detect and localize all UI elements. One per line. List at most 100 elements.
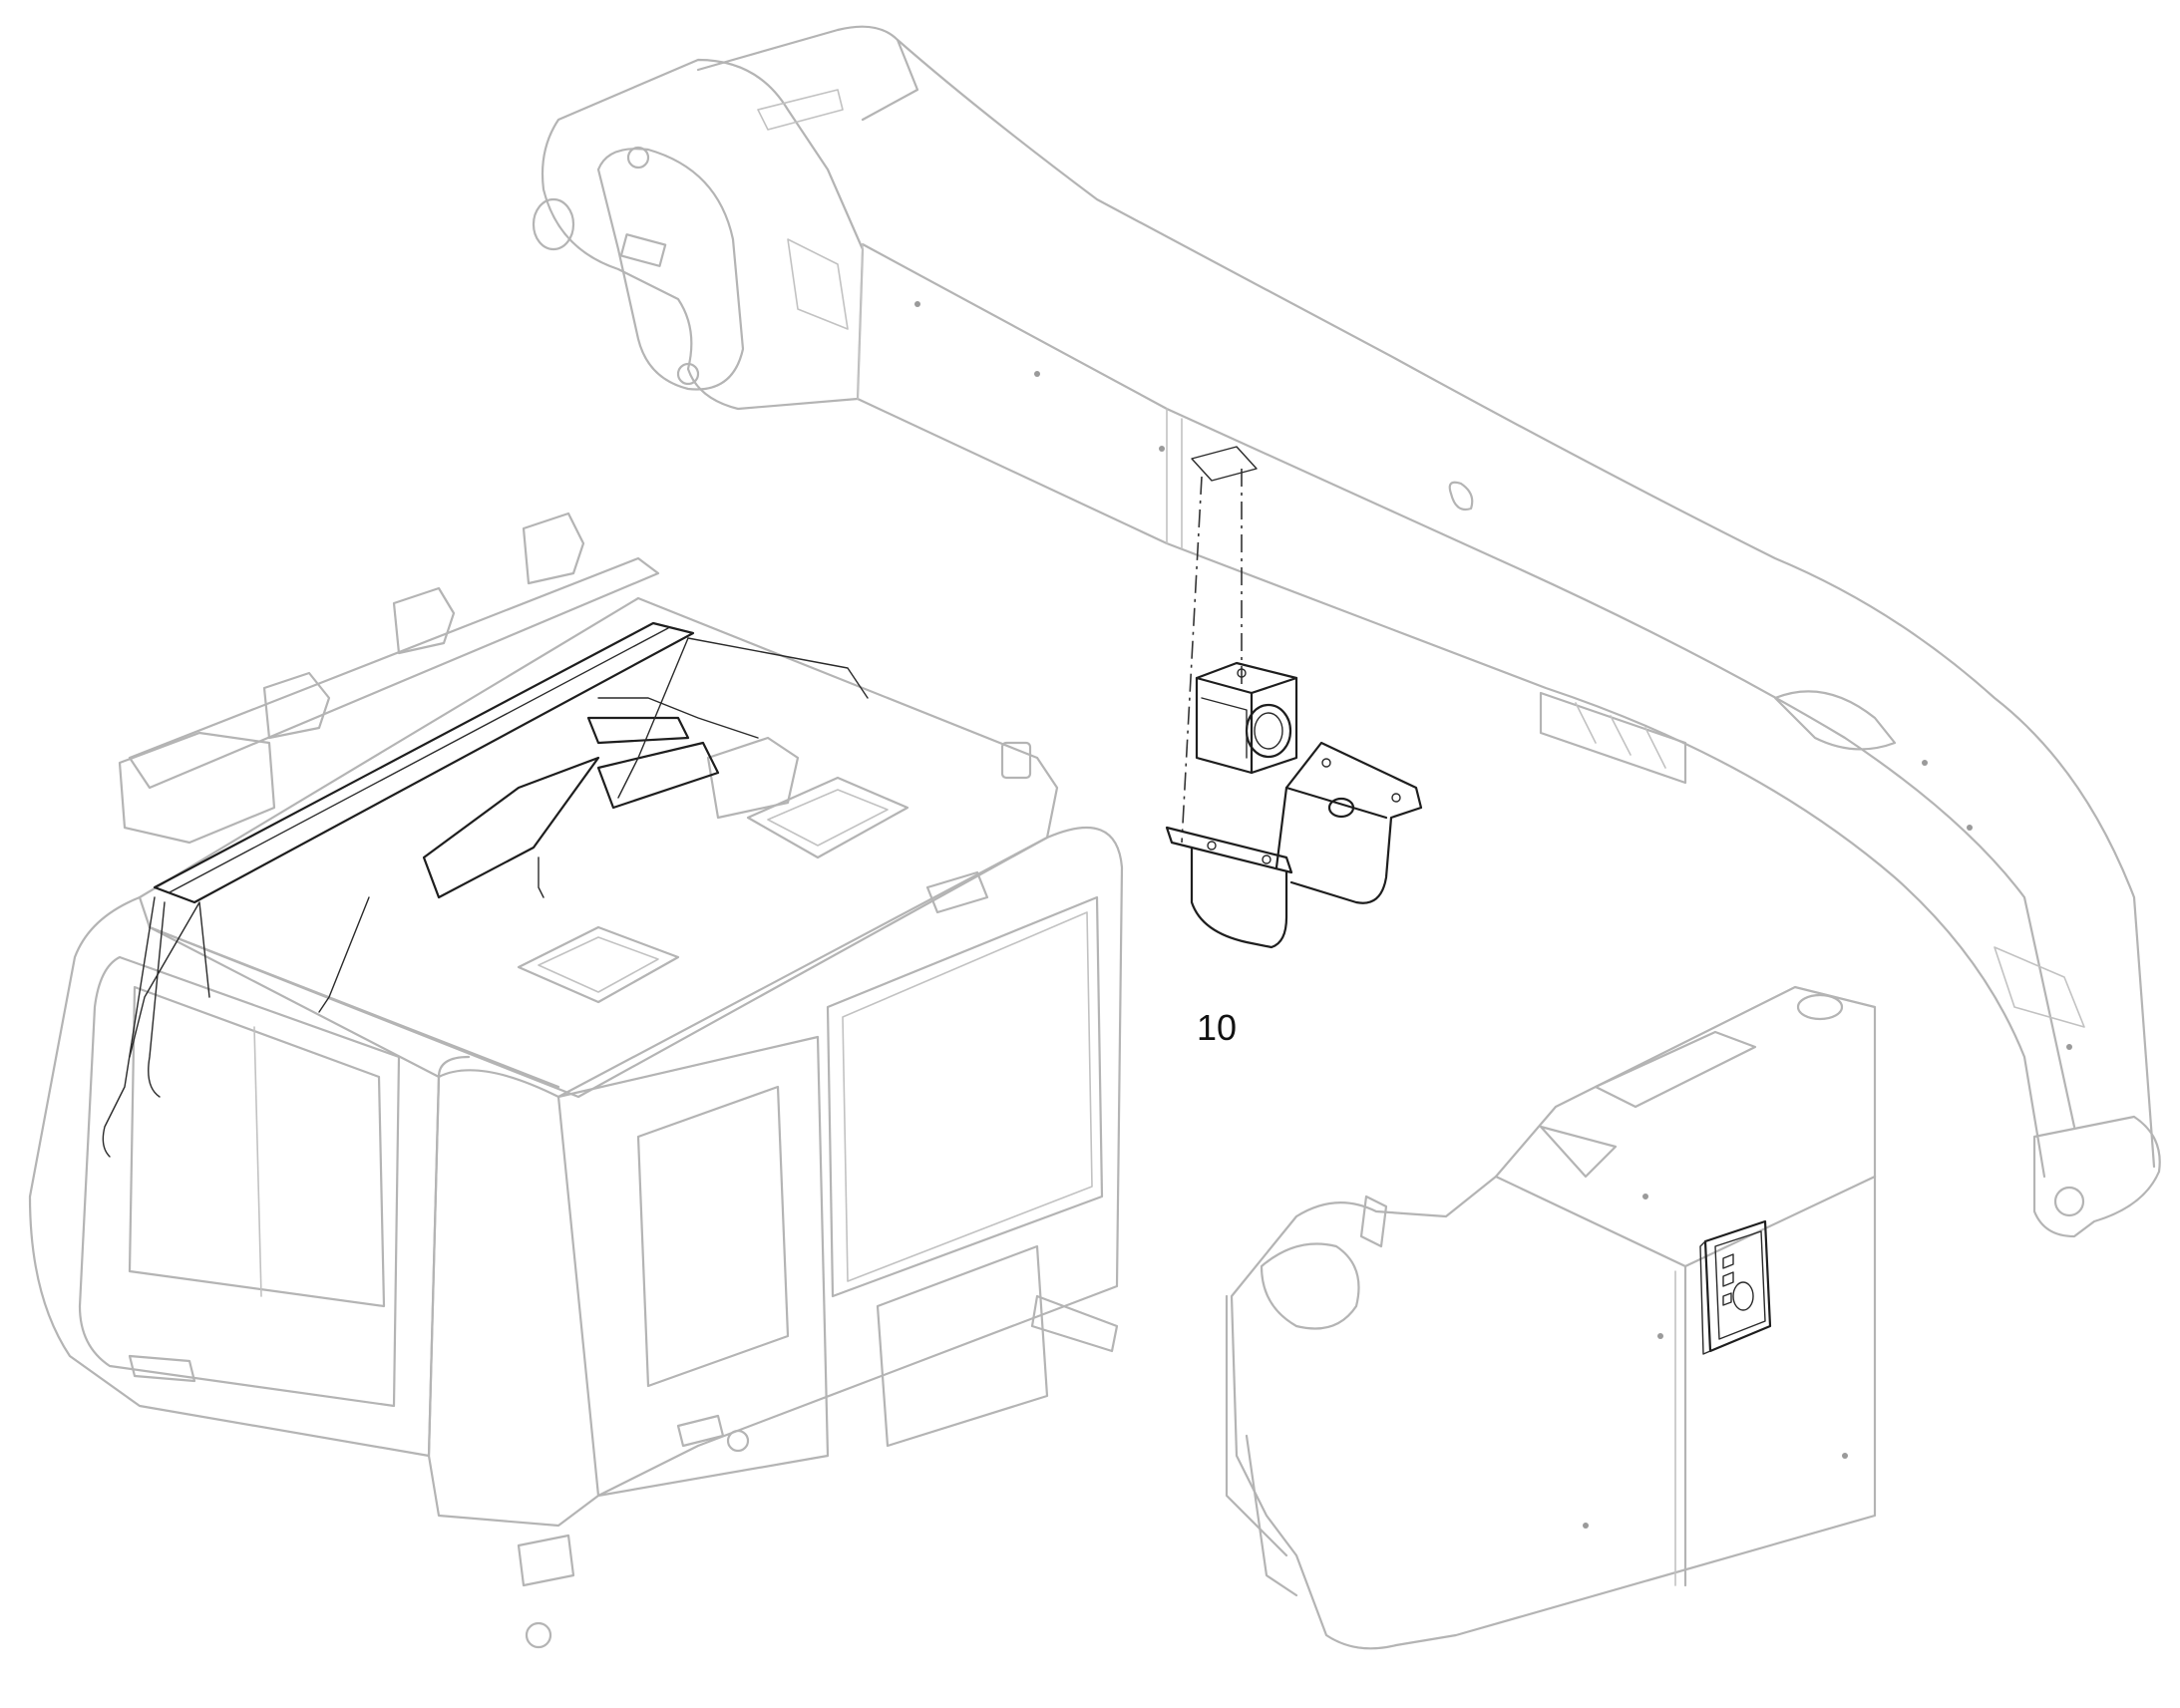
harness-lead-2 [148,901,166,1098]
light-bar [128,556,660,790]
monitor-button-1 [1722,1253,1734,1269]
boom-bolt-dot [2066,1044,2072,1050]
boom-bottom-edge [856,397,2046,1179]
camera-monitor [1699,1219,1772,1355]
boom-tip-plate [1994,946,2085,1028]
cab-wiring-harness [102,621,869,1158]
monitor-housing [1703,1219,1772,1353]
harness-lead-4 [687,637,869,699]
cab-door [556,1035,830,1498]
console-bolt-dot [1642,1194,1648,1199]
boom-tip-pin [2053,1186,2085,1217]
bracket-side-flange [1274,741,1423,904]
bracket-bolt-1 [1321,758,1331,768]
camera-screw [1237,668,1247,678]
boom-bolt-dot [1159,446,1165,452]
camera-assembly [1165,446,1423,949]
door-lock [726,1429,750,1453]
front-window-frame [78,955,401,1408]
console-bracket [1539,1125,1618,1179]
boom-foot-top-lug [696,25,919,122]
boom-vent-slot [1539,691,1687,785]
cab-side-face [427,826,1124,1528]
harness-connector-box [596,741,720,810]
boom-bolt-dot [1034,371,1040,377]
boom-side-top-edge [861,242,2076,1129]
operator-cab [28,512,1124,1649]
harness-lead-3 [617,637,689,799]
boom-foot-bolt-2 [676,362,700,386]
harness-lead-6 [538,856,545,898]
console-left-edge [1225,1294,1288,1557]
boom-bolt-dot [1967,825,1973,831]
side-grab-handle [1030,1294,1119,1353]
cab-roof-outline [138,596,1059,1099]
console-top-edge [1683,1175,1877,1268]
harness-channel [153,621,695,904]
bracket-bolt-3 [1207,841,1217,851]
console-lower-contour [1245,1434,1298,1597]
roof-lamp-2 [262,671,331,740]
camera-bracket [1165,741,1423,949]
boom [532,25,2161,1238]
monitor-knob-icon [1732,1281,1754,1311]
cab-step [517,1534,575,1587]
roof-hatch-1-inner [767,789,889,847]
cab-roof-front-edge [148,925,560,1089]
boom-foot-outline [541,58,865,411]
roof-lamp-3 [392,586,456,655]
door-handle [676,1414,725,1448]
roof-hatch-2-inner [538,936,659,993]
monitor-button-2 [1722,1271,1734,1287]
roof-bracket [925,870,989,914]
monitor-console [1225,985,1877,1650]
roof-hatch-1 [746,776,909,859]
boom-side-bracket [787,238,849,330]
boom-pivot-pin [532,197,575,251]
boom-vent-slats [1575,702,1666,769]
console-port [1260,1242,1360,1330]
side-window-inner [842,911,1093,1282]
console-outline [1230,985,1877,1650]
boom-foot-slot [619,233,667,267]
boom-foot-bolt-1 [626,146,650,170]
cab-lower-fitting [525,1621,552,1649]
bracket-bolt-4 [1262,854,1272,864]
door-window [636,1085,790,1388]
console-handle-slot [1594,1030,1757,1109]
camera-side-detail [1201,697,1248,759]
bracket-u-channel [1190,846,1288,949]
harness-panel [422,756,600,899]
front-handle [128,1354,196,1383]
cab-front-face [28,895,441,1458]
roof-lamp-1 [118,731,276,845]
harness-cover [586,716,690,745]
bracket-top-plate [1165,826,1293,874]
monitor-button-3 [1722,1292,1732,1306]
console-bolt-dot [1657,1333,1663,1339]
cab-corner [437,1055,471,1079]
console-clip [1359,1195,1388,1248]
front-window-glass [128,985,386,1308]
harness-lead-1 [102,896,156,1158]
boom-mid-bracket [1773,690,1897,751]
roof-lamp-4 [522,512,585,585]
harness-lead-8 [129,901,210,1058]
harness-lead-5 [318,896,370,1013]
alignment-line-1 [1181,476,1203,844]
bracket-hole [1327,797,1355,819]
camera-housing-top [1195,676,1298,695]
console-bolt-dot [1583,1523,1589,1529]
monitor-side [1699,1240,1711,1355]
camera-housing [1195,661,1298,775]
bracket-bolt-2 [1391,793,1401,803]
boom-top-edge [896,38,2156,1169]
front-window-divider [253,1026,262,1297]
side-lower-panel [876,1244,1049,1448]
camera [1195,661,1298,775]
boom-bolt-dot [1922,760,1928,766]
boom-mount-plate [1191,446,1258,482]
roof-hatch-2 [517,925,680,1004]
